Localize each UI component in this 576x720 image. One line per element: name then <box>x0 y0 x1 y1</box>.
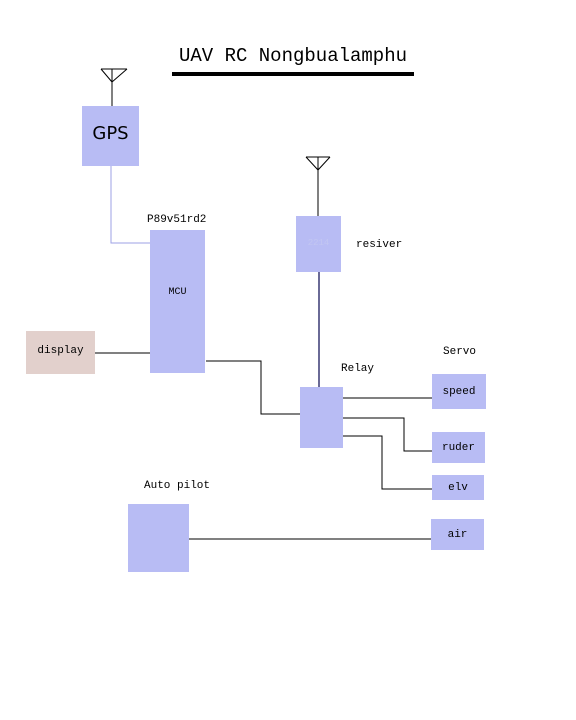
servo-air-label: air <box>447 529 468 541</box>
receiver-inner-label: 2214 <box>307 238 330 248</box>
servo-ruder-label: ruder <box>441 442 475 454</box>
autopilot-label: Auto pilot <box>144 480 211 492</box>
gps-label: GPS <box>92 123 129 144</box>
servo-elv-block: elv <box>432 475 484 500</box>
display-label: display <box>37 345 84 357</box>
servo-speed-block: speed <box>432 374 486 409</box>
servo-ruder-block: ruder <box>432 432 485 463</box>
servo-elv-label: elv <box>448 482 468 494</box>
relay-ruder-wire <box>343 417 432 452</box>
display-block: display <box>26 331 95 374</box>
mcu-block: MCU <box>150 230 205 373</box>
relay-label: Relay <box>341 363 375 375</box>
title-underline <box>172 72 414 76</box>
gps-antenna-icon <box>100 68 128 107</box>
gps-mcu-wire <box>110 166 151 244</box>
mcu-label: MCU <box>168 287 187 298</box>
mcu-part-label: P89v51rd2 <box>147 214 207 226</box>
receiver-block: 2214 <box>296 216 341 272</box>
servo-air-block: air <box>431 519 484 550</box>
gps-block: GPS <box>82 106 139 166</box>
receiver-label: resiver <box>356 239 403 251</box>
receiver-antenna-icon <box>305 156 331 216</box>
servo-speed-label: speed <box>442 386 476 398</box>
relay-elv-wire <box>343 435 432 490</box>
mcu-relay-wire <box>206 360 300 415</box>
servo-label: Servo <box>443 346 477 358</box>
autopilot-block <box>128 504 189 572</box>
relay-block <box>300 387 343 448</box>
page-title: UAV RC Nongbualamphu <box>178 45 408 67</box>
